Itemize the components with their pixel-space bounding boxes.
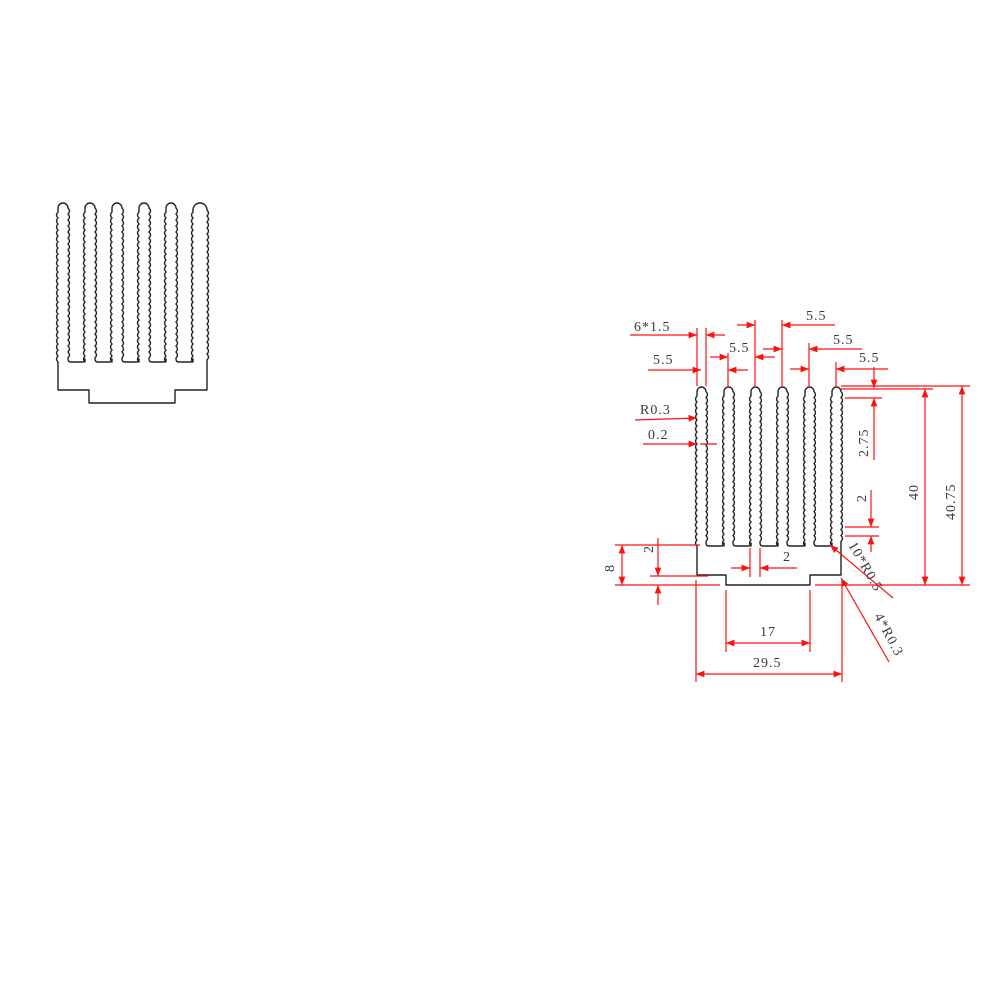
heatsink-profile-dimensioned [694,386,844,586]
leader-line [634,414,698,422]
label-pitch: 5.5 [729,341,750,356]
leader-line [840,577,890,663]
heatsink-profile-preview [55,202,210,404]
label-base-height: 8 [603,564,618,572]
heatsink-outline [694,386,844,586]
label-serration-depth: 0.2 [648,428,669,443]
label-pitch: 5.5 [833,333,854,348]
label-corner-radius: 4*R0.3 [870,611,905,659]
dimension-lines [615,320,970,682]
label-gap-width: 2 [783,550,791,565]
label-total-width: 29.5 [753,656,782,671]
leader-line [829,544,894,599]
label-fin-thickness: 6*1.5 [634,320,671,335]
label-pitch: 5.5 [653,353,674,368]
label-base-step: 2 [642,545,657,553]
label-tip-radius: R0.3 [640,403,671,418]
dimension-labels: 6*1.5 5.5 5.5 5.5 5.5 5.5 R0.3 0.2 2.75 … [603,309,959,671]
label-pitch: 5.5 [859,351,880,366]
label-fin-height: 40 [907,484,922,500]
label-serration-start: 2.75 [857,429,872,458]
label-total-height: 40.75 [944,484,959,521]
label-pitch: 5.5 [806,309,827,324]
label-root-radius: 10*R0.5 [845,540,885,595]
label-notch-width: 17 [760,625,776,640]
label-serration-end: 2 [855,494,870,502]
heatsink-outline [55,202,210,404]
